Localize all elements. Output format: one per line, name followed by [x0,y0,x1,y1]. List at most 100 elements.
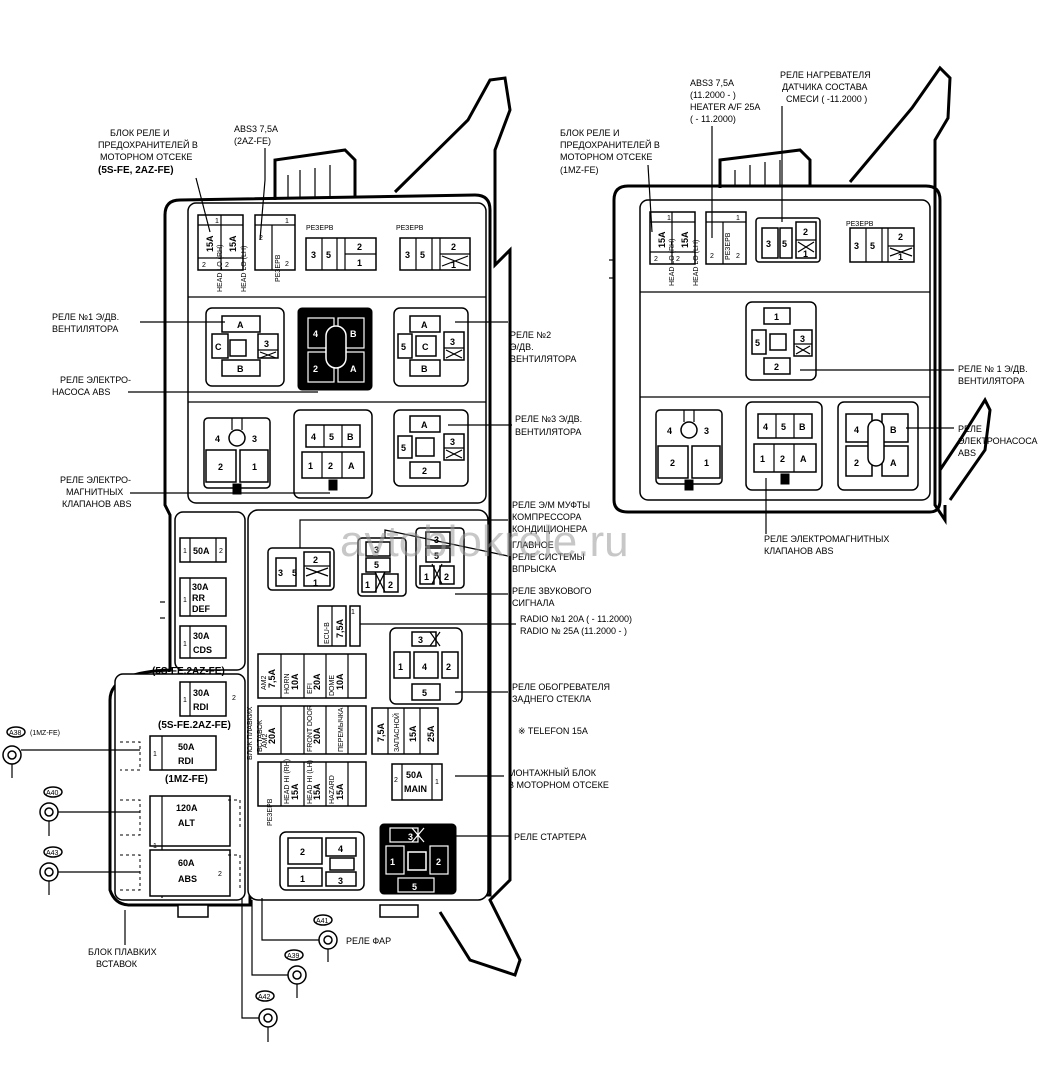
connector-label: A42 [258,994,271,1001]
pin-label: 1 [351,609,355,616]
fuse-15a: 15A [228,235,238,252]
pin-label: 1 [313,578,318,588]
pin-label: 2 [736,253,740,260]
left-ac-relay: 3 5 2 1 [267,547,335,591]
reserve-label: РЕЗЕРВ [306,225,334,232]
head-lo-rh-label: HEAD LO (RH) [669,239,676,286]
right-head-lo-fuses: 1 2 2 15A 15A HEAD LO (RH) HEAD LO (LH) … [649,211,747,286]
pin-label: 1 [424,572,429,582]
pin-label: 5 [755,338,760,348]
abs3-label: (2AZ-FE) [234,136,271,146]
spare-7-5a: 7,5A [376,722,386,742]
block-label-line: БЛОК РЕЛЕ И [110,128,169,138]
starter-relay-label: РЕЛЕ СТАРТЕРА [514,832,586,842]
reserve-label: РЕЗЕРВ [396,225,424,232]
pin-label: 2 [446,662,451,672]
ac-relay-label: КОМПРЕССОРА [512,512,581,522]
left-reserve-relay-2: РЕЗЕРВ 3 5 2 1 [396,225,471,271]
reserve-label: РЕЗЕРВ [846,221,874,228]
fuse-front-door-value: 20A [312,727,322,744]
efi-relay-label: РЕЛЕ СИСТЕМЫ [512,552,585,562]
pin-label: 5 [422,688,427,698]
left-maxi-fuses: 1 50A 2 1 30A RR DEF 1 30A CDS [179,537,227,659]
pin-label: 5 [870,241,875,251]
mount-block-label: В МОТОРНОМ ОТСЕКЕ [508,780,609,790]
fuse-30a: 30A [193,631,210,641]
engine-label: (5S-FE.2AZ-FE) [158,720,231,731]
pin-label: 1 [153,751,157,758]
radio-label: RADIO №1 20A ( - 11.2000) [520,614,632,624]
reserve-vert-label: РЕЗЕРВ [267,798,274,826]
starter-relay-dark: 3 1 2 5 [379,823,457,895]
pin-label: 2 [225,262,229,269]
fan-relay-1-label: РЕЛЕ №1 Э/ДВ. [52,312,119,322]
spare-fuses: 7,5A ЗАПАСНОЙ 15A 25A [371,707,439,755]
pin-label: 1 [153,843,157,850]
pin-label: C [422,342,429,352]
pin-label: 5 [434,551,439,561]
pin-label: 2 [774,362,779,372]
pin-label: 4 [313,329,318,339]
fuse-60a: 60A [178,858,195,868]
right-abs-valve-label: РЕЛЕ ЭЛЕКТРОМАГНИТНЫХ [764,534,889,544]
abs-valve-relay-label: РЕЛЕ ЭЛЕКТРО- [60,475,131,485]
pin-label: 1 [300,874,305,884]
right-abs3-label: HEATER A/F 25A [690,102,760,112]
fuse-50a: 50A [193,546,210,556]
spare-15a: 15A [408,725,418,742]
fuse-hazard-value: 15A [335,783,345,800]
right-af-heater-relay: 3 5 2 1 [755,217,821,263]
main-fuse: 2 50A MAIN 1 [391,763,443,801]
left-horn-relay: 3 5 1 2 [415,527,465,589]
right-reserve-relay: РЕЗЕРВ 3 5 2 1 [846,221,915,263]
fan-relay-2-label: РЕЛЕ №2 [510,330,551,340]
fuse-abs: ABS [178,874,197,884]
right-relay-4-3-2-1: 4 3 2 1 [655,409,723,491]
right-abs3-label: ( - 11.2000) [690,114,736,124]
left-relay-4-3-2-1: 4 3 2 1 [203,417,271,495]
watermark: avtoblokrele.ru [340,517,629,566]
ac-relay-label: РЕЛЕ Э/М МУФТЫ [512,500,590,510]
connector-a41: A41 [261,898,338,962]
fuse-rdi: RDI [178,756,194,766]
pin-label: 2 [285,261,289,268]
connector-label: A43 [46,850,59,857]
fuse-horn-label: HORN [284,673,291,694]
pin-label: 1 [183,548,187,555]
pin-label: 2 [300,847,305,857]
pin-label: 5 [781,422,786,432]
pin-label: B [421,364,428,374]
efi-relay-label: ГЛАВНОЕ [512,540,554,550]
pin-label: 1 [183,597,187,604]
pin-label: 3 [450,437,455,447]
left-fusible-block: 1 30A RDI 2 (5S-FE.2AZ-FE) 1 50A RDI (1M… [120,681,241,898]
pin-label: 1 [898,252,903,262]
right-abs-pump-label: ABS [958,448,976,458]
ecu-fuse-value: 7,5A [335,618,345,638]
connector-a42: A42 [241,898,278,1042]
pin-label: 2 [328,461,333,471]
fuse-dome-value: 10A [335,673,345,690]
fuse-am2-label: AM2 [261,676,268,691]
fuse-efi-value: 20A [312,673,322,690]
pin-label: 4 [763,422,768,432]
pin-label: 2 [780,454,785,464]
pin-label: 5 [374,560,379,570]
pin-label: 4 [338,844,343,854]
horn-relay-label: РЕЛЕ ЗВУКОВОГО [512,586,592,596]
telefon-label: ※ TELEFON 15A [518,726,588,736]
fuse-head-hi-rh-label: HEAD HI (RH) [284,759,291,804]
efi-relay-label: ВПРЫСКА [512,564,556,574]
pin-label: 2 [854,458,859,468]
right-fan-relay-1: 1 2 5 3 [745,301,817,381]
pin-label: 2 [313,364,318,374]
fuse-rdi: RDI [193,702,209,712]
fuse-30a: 30A [192,582,209,592]
right-fan-relay-1-label: РЕЛЕ № 1 Э/ДВ. [958,364,1028,374]
pin-label: 1 [774,312,779,322]
reserve-vert-label: РЕЗЕРВ [725,232,732,260]
small-fuses-row: 7,5A AM2 10A HORN 20A EFI 10A DOME 20A A… [257,653,367,826]
pin-label: 3 [278,568,283,578]
pin-label: 1 [736,215,740,222]
